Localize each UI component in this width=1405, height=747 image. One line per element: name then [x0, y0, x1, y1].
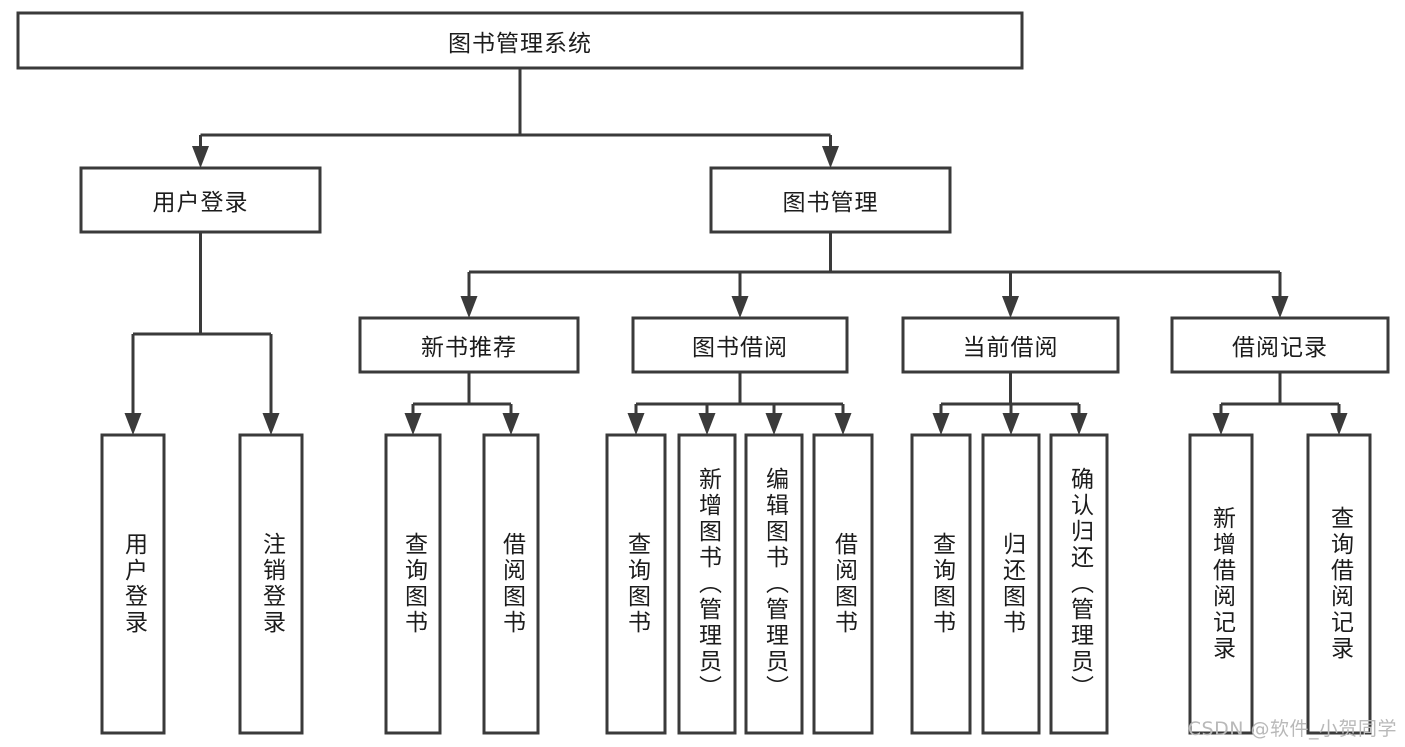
- node-box-lf7[interactable]: [744, 433, 804, 735]
- node-box-l2a[interactable]: [79, 166, 322, 234]
- node-box-l2b[interactable]: [709, 166, 952, 234]
- connector-group-l3b: [627, 372, 852, 435]
- arrow-head-icon: [502, 413, 520, 435]
- arrow-head-icon: [1070, 413, 1088, 435]
- node-box-lf1[interactable]: [100, 433, 166, 735]
- watermark-text: CSDN @软件_小贺同学: [1187, 718, 1397, 740]
- connector-group-l3a: [404, 372, 520, 435]
- connector-group-l3c: [932, 372, 1088, 435]
- node-box-lf5[interactable]: [605, 433, 667, 735]
- node-box-lf11[interactable]: [1049, 433, 1109, 735]
- node-box-l3b[interactable]: [631, 316, 849, 374]
- node-box-lf12[interactable]: [1188, 433, 1254, 735]
- connector-group-l2b: [460, 232, 1289, 318]
- arrow-head-icon: [460, 296, 478, 318]
- node-box-lf9[interactable]: [910, 433, 972, 735]
- arrow-head-icon: [192, 146, 209, 168]
- arrow-head-icon: [1002, 413, 1020, 435]
- arrow-head-icon: [932, 413, 950, 435]
- node-box-l3a[interactable]: [358, 316, 580, 374]
- node-box-lf8[interactable]: [812, 433, 874, 735]
- arrow-head-icon: [822, 146, 839, 168]
- node-box-lf10[interactable]: [981, 433, 1041, 735]
- arrow-head-icon: [627, 413, 645, 435]
- arrow-head-icon: [698, 413, 716, 435]
- arrow-head-icon: [1002, 296, 1019, 318]
- node-box-lf4[interactable]: [482, 433, 540, 735]
- arrow-head-icon: [765, 413, 783, 435]
- arrow-head-icon: [124, 413, 142, 435]
- node-box-l3d[interactable]: [1170, 316, 1390, 374]
- node-box-lf13[interactable]: [1306, 433, 1372, 735]
- connector-group-l3d: [1212, 372, 1348, 435]
- arrow-head-icon: [731, 296, 749, 318]
- node-box-root[interactable]: [16, 11, 1024, 70]
- arrow-head-icon: [1271, 296, 1289, 318]
- connector-group-l2a: [124, 232, 280, 435]
- arrow-head-icon: [262, 413, 280, 435]
- node-box-lf2[interactable]: [238, 433, 304, 735]
- connector-group-root: [192, 68, 839, 168]
- node-layer: [16, 11, 1390, 735]
- node-box-l3c[interactable]: [901, 316, 1120, 374]
- arrow-head-icon: [1212, 413, 1230, 435]
- node-box-lf3[interactable]: [384, 433, 442, 735]
- connector-layer: [124, 68, 1348, 435]
- arrow-head-icon: [404, 413, 422, 435]
- arrow-head-icon: [834, 413, 852, 435]
- arrow-head-icon: [1330, 413, 1348, 435]
- node-box-lf6[interactable]: [677, 433, 737, 735]
